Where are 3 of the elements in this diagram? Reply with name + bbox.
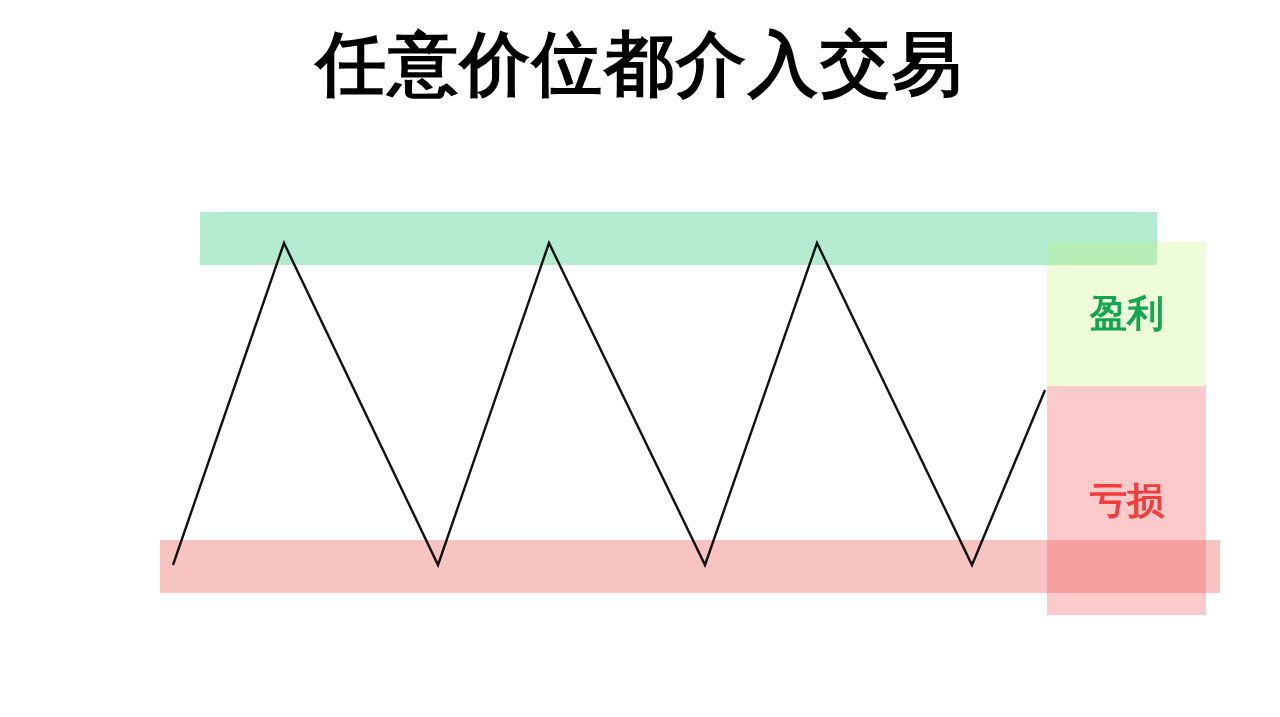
title: 任意价位都介入交易 xyxy=(313,22,965,106)
zone-box: 盈利 xyxy=(1047,242,1206,386)
zone-box: 亏损 xyxy=(1047,386,1206,615)
